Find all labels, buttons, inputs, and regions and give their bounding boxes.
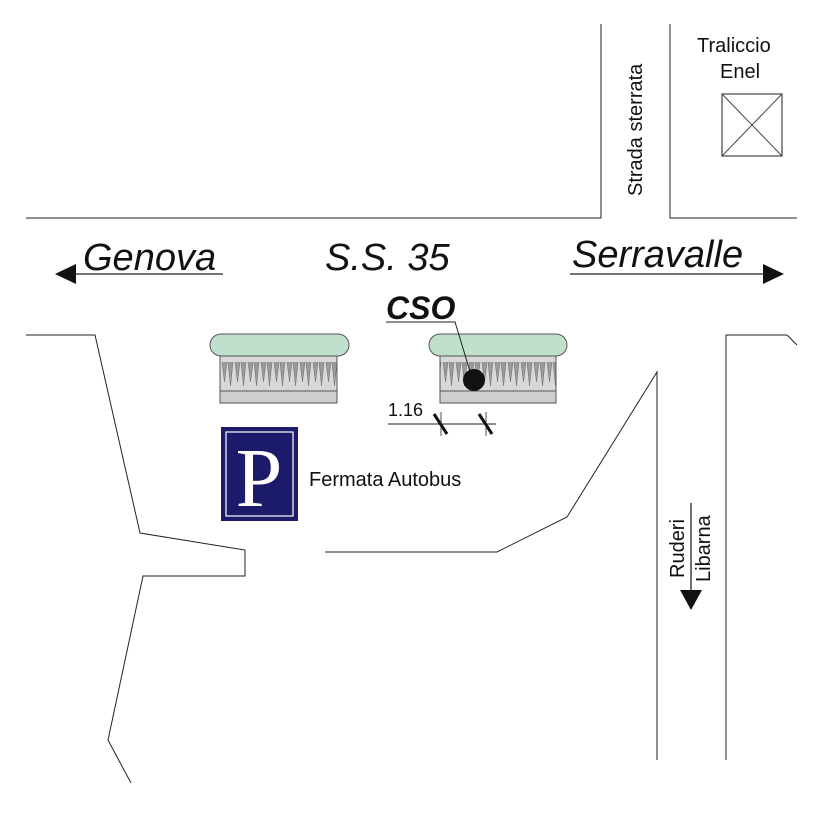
arrow-right-icon <box>570 264 784 284</box>
label-ruins-line1: Ruderi <box>667 519 689 578</box>
label-pylon-line1: Traliccio <box>697 35 771 57</box>
road-edge-north-east <box>669 24 797 219</box>
label-genova: Genova <box>83 237 217 279</box>
label-dimension: 1.16 <box>388 400 424 420</box>
road-edge-north-west <box>26 24 602 219</box>
label-cso: CSO <box>386 290 456 326</box>
pylon-icon <box>721 93 783 157</box>
label-ruins-line2: Libarna <box>693 515 715 582</box>
cso-marker-icon <box>386 321 485 391</box>
road-edge-south-east <box>725 334 798 760</box>
arrow-down-icon <box>680 503 702 610</box>
bus-shelter-left <box>209 333 350 404</box>
road-edge-south-center <box>325 370 658 760</box>
road-edge-south-west <box>26 334 246 784</box>
label-serravalle: Serravalle <box>572 234 744 276</box>
parking-letter: P <box>236 432 283 525</box>
bus-shelter-right <box>428 333 568 404</box>
parking-icon: P <box>221 427 298 525</box>
dimension-line <box>388 412 496 436</box>
label-road-name: S.S. 35 <box>325 237 450 279</box>
arrow-left-icon <box>55 264 223 284</box>
label-bus-stop: Fermata Autobus <box>309 469 462 491</box>
label-dirt-road: Strada sterrata <box>625 63 647 196</box>
label-pylon-line2: Enel <box>720 61 761 83</box>
